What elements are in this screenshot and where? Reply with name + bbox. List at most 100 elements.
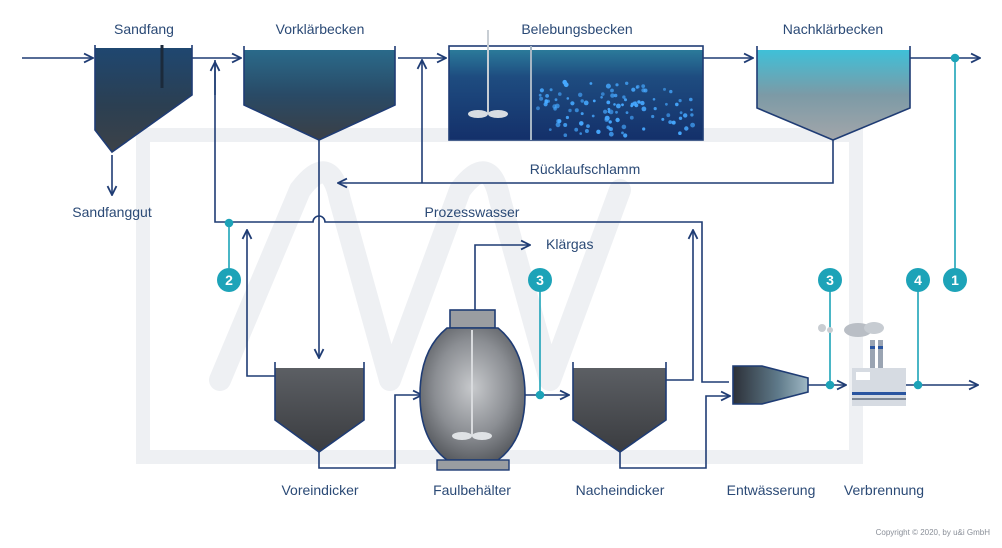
air-bubble	[580, 112, 584, 116]
air-bubble	[637, 100, 641, 104]
air-bubble	[549, 88, 553, 92]
air-bubble	[623, 133, 628, 138]
air-bubble	[642, 127, 646, 131]
air-bubble	[606, 100, 611, 105]
air-bubble	[557, 119, 562, 124]
badge-4: 4	[906, 268, 930, 292]
air-bubble	[622, 95, 626, 99]
air-bubble	[690, 108, 693, 112]
air-bubble	[665, 102, 668, 106]
air-bubble	[539, 96, 544, 101]
label-voreindicker: Voreindicker	[281, 482, 359, 498]
aeration-bubbles	[536, 79, 695, 138]
air-bubble	[621, 131, 624, 135]
air-bubble	[608, 120, 612, 124]
air-bubble	[671, 120, 676, 125]
air-bubble	[610, 88, 614, 93]
air-bubble	[563, 123, 568, 127]
air-bubble	[613, 103, 616, 106]
air-bubble	[608, 131, 614, 137]
air-bubble	[538, 93, 542, 97]
air-bubble	[579, 121, 584, 126]
air-bubble	[584, 129, 589, 133]
main-flow-lines	[22, 58, 980, 469]
copyright-note: Copyright © 2020, by u&i GmbH	[875, 528, 990, 537]
air-bubble	[601, 92, 605, 96]
air-bubble	[615, 83, 619, 87]
air-bubble	[651, 114, 655, 119]
air-bubble	[548, 128, 552, 132]
air-bubble	[625, 81, 629, 86]
air-bubble	[679, 111, 683, 115]
air-bubble	[668, 120, 673, 124]
air-bubble	[592, 99, 596, 103]
air-bubble	[613, 93, 618, 98]
air-bubble	[583, 100, 589, 106]
air-bubble	[630, 104, 634, 108]
air-bubble	[641, 84, 646, 88]
air-bubble	[596, 129, 601, 134]
label-nacheindicker: Nacheindicker	[575, 482, 665, 498]
badge-3-faulbehaelter: 3	[528, 268, 552, 292]
badge-3-entwaesserung: 3	[818, 268, 842, 292]
verbrennung-plant	[818, 322, 906, 406]
air-bubble	[579, 132, 582, 135]
belebungsbecken-tank	[448, 30, 704, 141]
label-prozesswasser: Prozesswasser	[424, 204, 520, 220]
label-entwaesserung: Entwässerung	[726, 482, 816, 498]
air-bubble	[641, 106, 647, 112]
air-bubble	[678, 116, 683, 121]
air-bubble	[580, 99, 584, 103]
air-bubble	[570, 101, 575, 106]
air-bubble	[616, 103, 621, 109]
air-bubble	[663, 87, 666, 91]
air-bubble	[661, 117, 665, 121]
badge-1: 1	[943, 268, 967, 292]
air-bubble	[568, 108, 572, 113]
air-bubble	[635, 86, 639, 89]
air-bubble	[605, 83, 611, 89]
voreindicker-tank	[274, 362, 365, 453]
air-bubble	[640, 100, 645, 106]
air-bubble	[608, 109, 614, 115]
air-bubble	[555, 122, 561, 128]
air-bubble	[604, 117, 609, 123]
air-bubble	[690, 122, 695, 128]
air-bubble	[545, 94, 549, 98]
air-bubble	[678, 99, 682, 103]
air-bubble	[600, 96, 603, 99]
air-bubble	[634, 103, 639, 108]
air-bubble	[608, 126, 612, 131]
air-bubble	[565, 115, 570, 120]
air-bubble	[554, 98, 558, 102]
vorklaerbecken-tank	[243, 46, 396, 141]
air-bubble	[629, 115, 634, 120]
air-bubble	[675, 102, 679, 107]
label-sandfanggut: Sandfanggut	[72, 204, 152, 220]
air-bubble	[610, 93, 615, 98]
label-belebungsbecken: Belebungsbecken	[521, 21, 633, 37]
air-bubble	[574, 108, 579, 113]
air-bubble	[653, 107, 657, 111]
air-bubble	[591, 114, 595, 118]
air-bubble	[678, 131, 682, 135]
badge-2: 2	[217, 268, 241, 292]
air-bubble	[603, 109, 608, 114]
air-bubble	[634, 101, 637, 105]
air-bubble	[683, 113, 688, 118]
air-bubble	[558, 92, 562, 96]
air-bubble	[631, 87, 636, 92]
nacheindicker-tank	[572, 362, 667, 453]
nachklaerbecken-tank	[756, 46, 911, 141]
air-bubble	[666, 113, 671, 118]
air-bubble	[566, 97, 570, 100]
air-bubble	[607, 110, 611, 113]
air-bubble	[615, 117, 620, 123]
label-nachklaerbecken: Nachklärbecken	[782, 21, 884, 37]
air-bubble	[536, 106, 540, 111]
label-sandfang: Sandfang	[114, 21, 174, 37]
air-bubble	[621, 103, 624, 107]
air-bubble	[589, 82, 593, 85]
